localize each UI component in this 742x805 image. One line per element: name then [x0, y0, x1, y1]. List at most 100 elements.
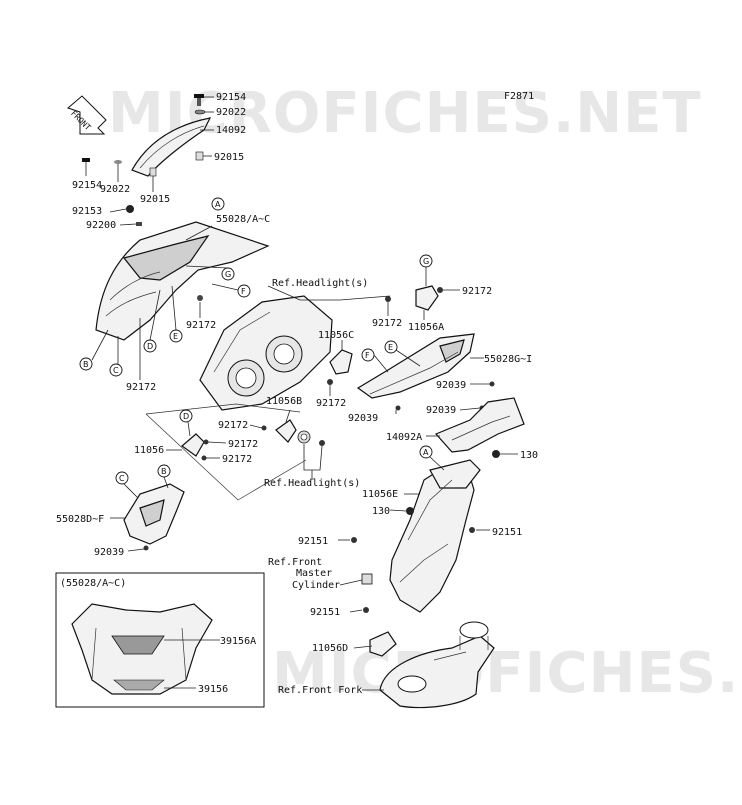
bracket-11056c-part — [329, 349, 353, 375]
screw-icon — [395, 405, 401, 411]
part-92039-c: 92039 — [426, 405, 456, 416]
callout-f-upper: F — [237, 284, 251, 298]
svg-text:A: A — [423, 448, 429, 457]
part-92154-top: 92154 — [216, 92, 246, 103]
part-14092: 14092 — [216, 125, 246, 136]
ref-front-master-1: Ref.Front — [268, 557, 322, 568]
part-92172-b: 92172 — [126, 382, 156, 393]
ref-headlight-bottom: Ref.Headlight(s) — [264, 478, 360, 489]
screw-icon — [143, 545, 149, 551]
bolt-icon — [82, 94, 206, 177]
part-92172-h: 92172 — [222, 454, 252, 465]
callout-g-upper: G — [221, 267, 235, 281]
part-92022-left: 92022 — [100, 184, 130, 195]
part-11056d: 11056D — [312, 643, 348, 654]
callout-e-upper: E — [169, 329, 183, 343]
cowl-stay-part — [389, 459, 481, 613]
nut-icon — [492, 450, 500, 458]
part-92022-top: 92022 — [216, 107, 246, 118]
part-92151-c: 92151 — [310, 607, 340, 618]
nut-icon — [406, 507, 414, 515]
svg-text:F: F — [365, 351, 370, 360]
part-92151-b: 92151 — [298, 536, 328, 547]
bracket-11056d-part — [369, 631, 397, 657]
part-92172-c: 92172 — [316, 398, 346, 409]
screw-icon — [351, 537, 357, 543]
part-92172-e: 92172 — [372, 318, 402, 329]
svg-text:E: E — [388, 343, 393, 352]
part-11056: 11056 — [134, 445, 164, 456]
part-130-b: 130 — [372, 506, 390, 517]
callout-e-right: E — [384, 340, 398, 354]
screw-icon — [363, 607, 369, 613]
lower-cowl-part — [123, 483, 185, 545]
bracket-11056a-part — [385, 285, 443, 311]
svg-text:B: B — [161, 467, 167, 476]
part-11056e: 11056E — [362, 489, 398, 500]
inner-panel-14092a-part — [434, 397, 525, 453]
part-92172-g: 92172 — [228, 439, 258, 450]
svg-text:D: D — [183, 412, 189, 421]
part-39156: 39156 — [198, 684, 228, 695]
screw-icon — [327, 379, 333, 385]
callout-a-frame: A — [419, 445, 433, 459]
part-130-a: 130 — [520, 450, 538, 461]
ref-front-master-3: Cylinder — [292, 580, 340, 591]
part-92039-a: 92039 — [436, 380, 466, 391]
part-92015-right: 92015 — [214, 152, 244, 163]
part-11056c: 11056C — [318, 330, 354, 341]
part-92172-f: 92172 — [218, 420, 248, 431]
watermark-bottom: MICROFICHES.NET — [272, 641, 742, 706]
inset-label: (55028/A~C) — [60, 578, 126, 589]
callout-d-lower: D — [179, 409, 193, 423]
screw-icon — [319, 440, 325, 446]
callout-c-upper: C — [109, 363, 123, 377]
callout-b-upper: B — [79, 357, 93, 371]
svg-text:F: F — [241, 287, 246, 296]
part-14092a: 14092A — [386, 432, 422, 443]
grouping-line — [145, 403, 301, 415]
grouping-line — [145, 413, 307, 501]
part-39156a: 39156A — [220, 636, 256, 647]
master-cylinder-clamp — [361, 573, 373, 585]
diagram-code: F2871 — [504, 91, 534, 102]
front-arrow-icon: FRONT — [67, 95, 107, 135]
svg-text:B: B — [83, 360, 89, 369]
side-cowl-part — [356, 333, 475, 399]
part-92039-b: 92039 — [348, 413, 378, 424]
svg-text:G: G — [423, 257, 429, 266]
ref-front-fork: Ref.Front Fork — [278, 685, 362, 696]
screw-icon — [203, 439, 209, 445]
ref-headlight-top: Ref.Headlight(s) — [272, 278, 368, 289]
windshield-part — [131, 117, 212, 177]
screw-icon — [201, 455, 207, 461]
callout-g-right: G — [419, 254, 433, 268]
part-55028: 55028/A~C — [216, 214, 270, 225]
svg-text:G: G — [225, 270, 231, 279]
part-92200: 92200 — [86, 220, 116, 231]
part-55028d: 55028D~F — [56, 514, 104, 525]
svg-text:D: D — [147, 342, 153, 351]
svg-text:C: C — [119, 474, 125, 483]
part-11056b: 11056B — [266, 396, 302, 407]
screw-icon — [126, 205, 203, 301]
part-11056a: 11056A — [408, 322, 444, 333]
headlight-part — [199, 295, 333, 411]
svg-text:A: A — [215, 200, 221, 209]
callout-a-upper: A — [211, 197, 225, 211]
svg-text:E: E — [173, 332, 178, 341]
part-55028g: 55028G~I — [484, 354, 532, 365]
part-92153: 92153 — [72, 206, 102, 217]
ref-front-master-2: Master — [296, 568, 332, 579]
watermark-top: MICROFICHES.NET — [108, 81, 702, 146]
upper-cowl-part — [95, 221, 270, 341]
svg-text:C: C — [113, 366, 119, 375]
part-92172-a: 92172 — [186, 320, 216, 331]
inset-cowl-part — [71, 603, 213, 695]
screw-icon — [261, 425, 267, 431]
part-92172-d: 92172 — [462, 286, 492, 297]
screw-icon — [489, 381, 495, 387]
inset-box — [55, 572, 265, 708]
